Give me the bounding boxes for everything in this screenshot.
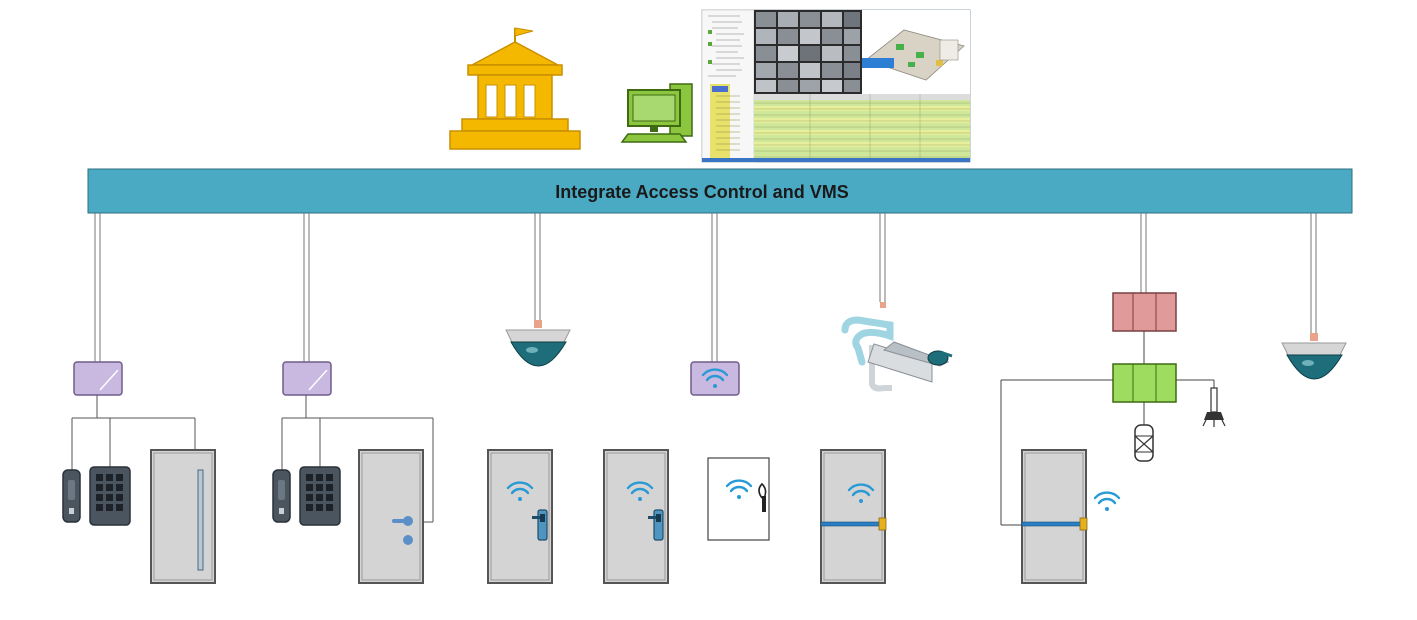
lamp-icon	[1134, 424, 1154, 462]
door-icon	[487, 449, 553, 584]
wifi-icon	[506, 481, 534, 501]
wiring-zone-2	[281, 395, 434, 523]
card-reader-icon	[62, 469, 81, 523]
wireless-lock-icon	[532, 509, 548, 541]
door-icon	[358, 449, 424, 584]
exit-bar-icon	[1021, 517, 1088, 531]
keypad-icon	[299, 466, 341, 526]
card-reader-icon	[272, 469, 291, 523]
wifi-icon	[1093, 491, 1121, 511]
door-icon	[820, 449, 887, 584]
wifi-icon	[725, 479, 753, 499]
relay-module-icon	[1112, 292, 1177, 332]
keypad-icon	[89, 466, 131, 526]
bus-label: Integrate Access Control and VMS	[555, 182, 848, 202]
wifi-icon	[626, 481, 654, 501]
door-icon	[150, 449, 216, 584]
wiring-zone-1	[71, 395, 196, 470]
bullet-camera-icon	[841, 302, 953, 392]
wireless-lock-icon	[648, 509, 664, 541]
integration-bus: Integrate Access Control and VMS	[87, 168, 1353, 214]
dome-camera-icon	[505, 320, 571, 367]
bus-drop-lines	[94, 213, 1317, 362]
exit-bar-icon	[820, 517, 887, 531]
io-module-icon	[1112, 363, 1177, 403]
door-icon	[1021, 449, 1088, 584]
wifi-icon	[847, 483, 875, 503]
wiring-io	[1000, 379, 1215, 526]
controller-icon	[73, 361, 123, 396]
dome-camera-icon	[1281, 333, 1347, 380]
computer-icon	[620, 83, 693, 143]
siren-icon	[1202, 387, 1226, 427]
wireless-gateway-icon	[690, 361, 740, 396]
cabinet-lock-icon	[707, 457, 770, 541]
vms-screenshot	[701, 9, 971, 163]
controller-icon	[282, 361, 332, 396]
building-icon	[449, 27, 581, 150]
door-icon	[603, 449, 669, 584]
